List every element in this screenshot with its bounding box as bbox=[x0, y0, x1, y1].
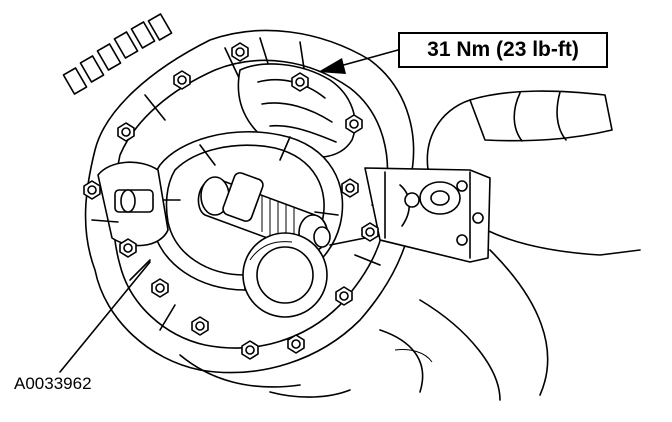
bolt bbox=[291, 72, 309, 92]
cooling-fins bbox=[62, 13, 173, 95]
bolt bbox=[173, 70, 191, 90]
output-shaft bbox=[197, 172, 331, 253]
bolt bbox=[241, 340, 259, 360]
bolt bbox=[361, 222, 379, 242]
case-bolts bbox=[83, 42, 379, 360]
bolt bbox=[83, 180, 101, 200]
bolt bbox=[119, 238, 137, 258]
bolt bbox=[287, 334, 305, 354]
torque-callout: 31 Nm (23 lb-ft) bbox=[398, 32, 608, 68]
lower-bore bbox=[242, 232, 328, 318]
shift-bracket bbox=[329, 167, 491, 263]
bolt bbox=[117, 122, 135, 142]
bolt bbox=[335, 286, 353, 306]
bolt bbox=[151, 278, 169, 298]
bolt bbox=[341, 178, 359, 198]
arrow-icon bbox=[318, 49, 399, 74]
torque-callout-text: 31 Nm (23 lb-ft) bbox=[427, 38, 579, 61]
background-housing bbox=[379, 90, 641, 401]
leader-line-icon bbox=[59, 261, 151, 373]
bolt bbox=[191, 316, 209, 336]
figure-id-label: A0033962 bbox=[14, 374, 92, 393]
bolt bbox=[231, 42, 249, 62]
lower-case-edge bbox=[179, 354, 351, 398]
bolt bbox=[345, 114, 363, 134]
